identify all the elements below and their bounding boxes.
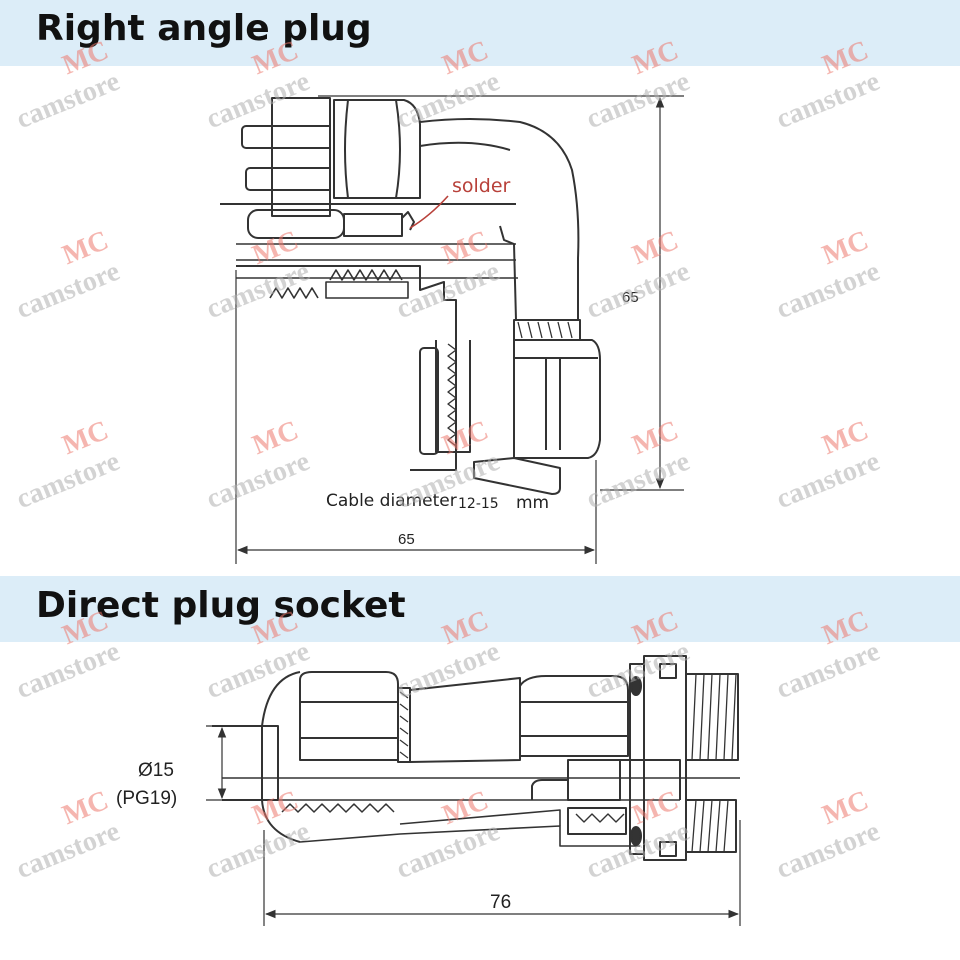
socket-diameter-label: Ø15 [138, 760, 174, 781]
cable-diameter-range: 12-15 [458, 496, 499, 512]
solder-label: solder [452, 175, 511, 197]
bottom-title-banner [0, 576, 960, 642]
socket-gland-nut [299, 671, 411, 763]
plug-pins [241, 97, 331, 217]
socket-length-label: 76 [490, 892, 511, 913]
cable-grip-teeth [269, 269, 409, 299]
socket-dimensions [206, 725, 741, 926]
width-dimension-label: 65 [398, 531, 415, 548]
cable-gland-nut [473, 319, 601, 495]
height-dimension-label: 65 [622, 289, 639, 306]
inner-body-profile [236, 265, 457, 471]
gland-dome [261, 671, 301, 843]
cable-diameter-label: Cable diameter [326, 491, 457, 511]
coupling-nut [333, 99, 421, 199]
socket-grip-teeth [281, 803, 395, 813]
solder-leader-line [409, 195, 449, 229]
socket-hex-body [519, 675, 629, 757]
top-title-banner [0, 0, 960, 66]
socket-pg-label: (PG19) [116, 788, 177, 809]
elbow-housing [419, 118, 580, 321]
threaded-tube [419, 340, 471, 455]
socket-thread [685, 673, 739, 853]
socket-body-taper [409, 677, 521, 763]
right-angle-dimensions [235, 95, 684, 564]
socket-contact [567, 759, 621, 801]
cable-diameter-unit: mm [516, 493, 549, 513]
socket-flange [629, 655, 687, 861]
right-angle-plug-title: Right angle plug [36, 8, 372, 49]
right-angle-plug-drawing [220, 97, 601, 495]
direct-plug-socket-drawing [212, 655, 740, 861]
direct-plug-socket-title: Direct plug socket [36, 585, 406, 626]
